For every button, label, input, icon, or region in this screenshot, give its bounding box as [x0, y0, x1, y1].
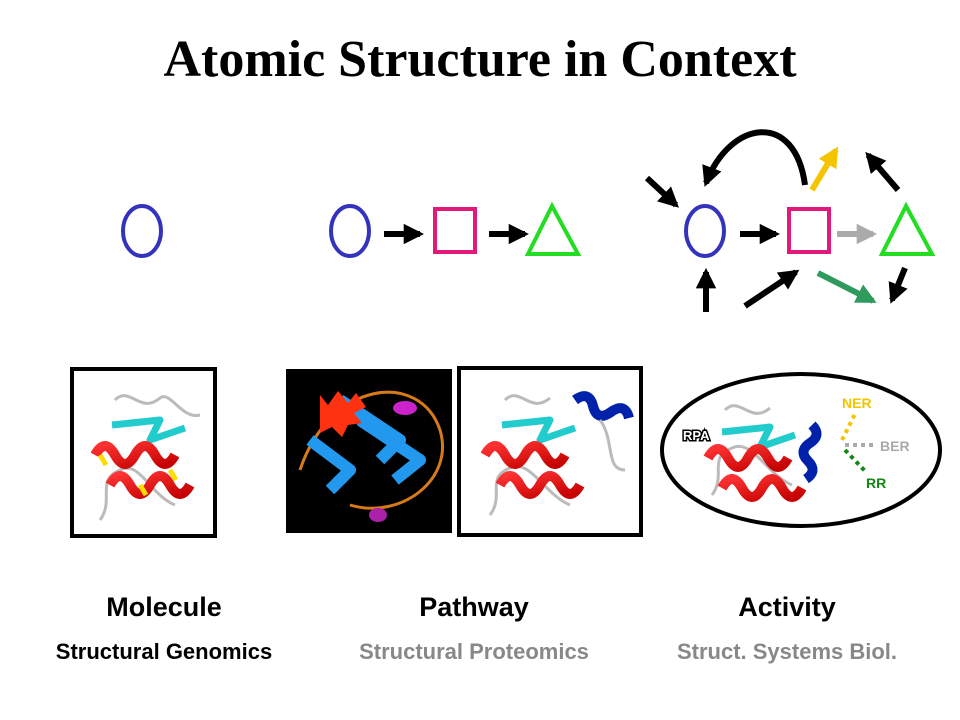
activity-arrow-out-right	[888, 266, 908, 304]
column-label-pathway: Pathway	[419, 592, 529, 622]
activity-feedback-curve	[702, 129, 808, 187]
activity-triangle	[878, 201, 936, 256]
pathway-circle	[329, 204, 371, 258]
column-label-activity: Activity	[738, 592, 836, 622]
activity-arrow-yellow	[809, 146, 839, 192]
rr-link	[843, 448, 868, 474]
activity-arrow-in-topleft	[644, 175, 679, 208]
ner-link	[840, 411, 858, 441]
ner-tag: NER	[842, 395, 872, 411]
activity-arrow-in-bottomleft	[743, 269, 800, 309]
activity-arrow-out-topright	[865, 151, 901, 192]
pathway-triangle	[524, 201, 582, 256]
activity-circle	[684, 204, 726, 258]
page-title: Atomic Structure in Context	[163, 31, 797, 88]
rr-tag: RR	[866, 475, 886, 491]
ber-tag: BER	[880, 438, 910, 454]
rpa-tag: RPA	[683, 428, 710, 443]
activity-square	[787, 207, 831, 254]
activity-protein-image: RPA NER BER RR	[660, 372, 942, 528]
molecule-circle	[121, 204, 163, 258]
pathway-square	[433, 207, 477, 254]
molecule-protein-image	[70, 367, 217, 538]
activity-arrow-green	[816, 270, 877, 304]
column-sublabel-molecule: Structural Genomics	[55, 639, 273, 664]
pathway-protein-image	[457, 366, 643, 537]
column-sublabel-activity: Struct. Systems Biol.	[676, 639, 898, 664]
column-label-molecule: Molecule	[106, 592, 222, 622]
column-sublabel-pathway: Structural Proteomics	[359, 639, 589, 664]
pathway-dark-protein-image	[286, 369, 452, 533]
